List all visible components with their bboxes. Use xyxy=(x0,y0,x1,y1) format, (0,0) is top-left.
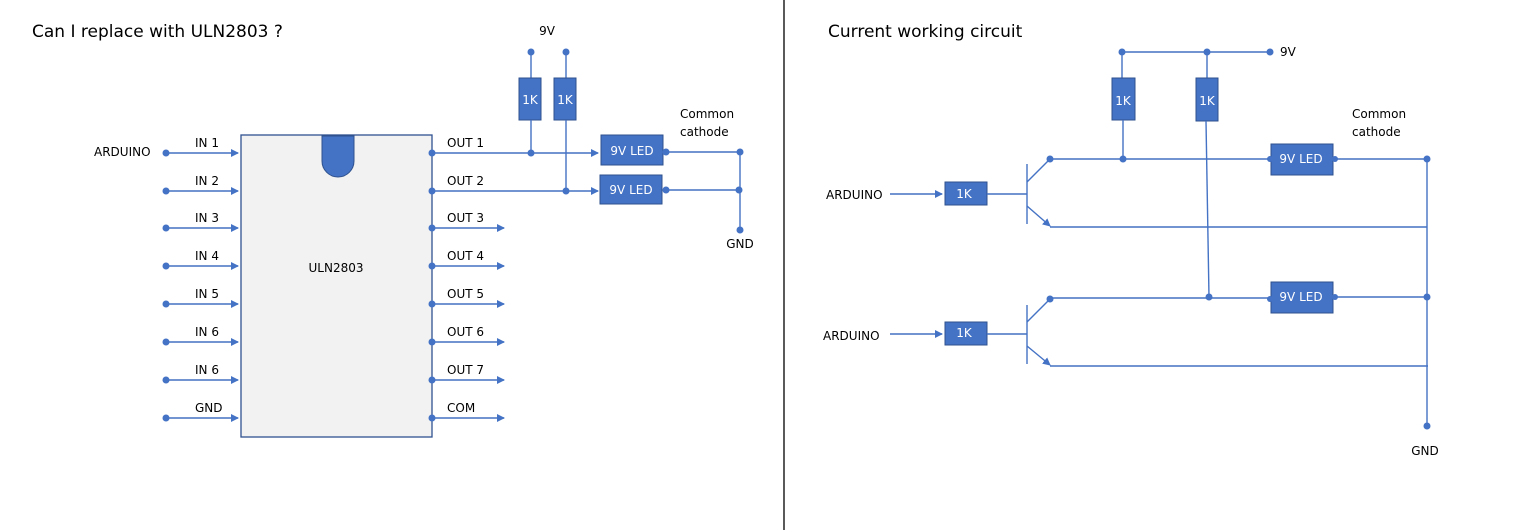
common-cathode-label: Common xyxy=(680,107,734,121)
supply-terminal xyxy=(1266,48,1274,56)
output-pin-label: OUT 4 xyxy=(447,249,484,263)
input-terminal xyxy=(162,262,170,270)
input-pin: IN 6 xyxy=(162,363,239,384)
output-terminal xyxy=(428,224,436,232)
input-pin-label: IN 2 xyxy=(195,174,219,188)
input-terminal xyxy=(162,300,170,308)
output-pin-label: OUT 3 xyxy=(447,211,484,225)
arduino-label-2: ARDUINO xyxy=(823,329,880,343)
output-terminal xyxy=(428,262,436,270)
output-terminal xyxy=(428,338,436,346)
output-pin: OUT 6 xyxy=(428,325,505,346)
base-resistor-1-label: 1K xyxy=(956,187,973,201)
right-led-1 xyxy=(1270,143,1334,176)
output-pins: OUT 1 OUT 2 OUT 3 OUT 4 OUT 5 OUT 6 OUT 7 COM xyxy=(428,136,505,422)
chip-notch-icon xyxy=(321,135,355,178)
output-pin: COM xyxy=(428,401,505,422)
right-panel-title: Current working circuit xyxy=(828,22,1023,42)
uln2803-chip xyxy=(240,134,433,438)
output-pin: OUT 5 xyxy=(428,287,505,308)
right-common-cathode-label-2: cathode xyxy=(1352,125,1401,139)
ground-terminal xyxy=(736,226,744,234)
output-pin-label: OUT 7 xyxy=(447,363,484,377)
right-led-2-label: 9V LED xyxy=(1279,290,1322,304)
resistor-1-label: 1K xyxy=(522,93,539,107)
input-pin-label: IN 3 xyxy=(195,211,219,225)
pullup-resistor-2 xyxy=(1195,77,1219,122)
output-pin: OUT 4 xyxy=(428,249,505,270)
input-pin: IN 6 xyxy=(162,325,239,346)
right-led-2 xyxy=(1270,281,1334,314)
arduino-label: ARDUINO xyxy=(94,145,151,159)
right-common-cathode-label: Common xyxy=(1352,107,1406,121)
ground-label: GND xyxy=(726,237,754,251)
input-pin-label: IN 6 xyxy=(195,363,219,377)
input-terminal xyxy=(162,338,170,346)
pullup-resistor-1-label: 1K xyxy=(1115,94,1132,108)
input-terminal xyxy=(162,224,170,232)
output-pin-label: OUT 5 xyxy=(447,287,484,301)
transistor-stage-1: ARDUINO 1K xyxy=(826,155,1427,228)
input-pin-label: IN 1 xyxy=(195,136,219,150)
arduino-label-1: ARDUINO xyxy=(826,188,883,202)
right-led-1-label: 9V LED xyxy=(1279,152,1322,166)
led-1 xyxy=(600,134,664,166)
resistor-2-label: 1K xyxy=(557,93,574,107)
right-supply-label: 9V xyxy=(1280,45,1297,59)
input-pin: IN 4 xyxy=(162,249,239,270)
output-terminal xyxy=(428,414,436,422)
right-panel: Current working circuit 9V 1K 1K ARDUINO… xyxy=(823,22,1439,458)
led-1-label: 9V LED xyxy=(610,144,653,158)
output-terminal xyxy=(428,376,436,384)
common-cathode-label-2: cathode xyxy=(680,125,729,139)
resistor-2 xyxy=(553,77,577,121)
input-terminal xyxy=(162,414,170,422)
pullup-resistor-2-label: 1K xyxy=(1199,94,1216,108)
input-pin: GND xyxy=(162,401,239,422)
led-2-label: 9V LED xyxy=(609,183,652,197)
input-terminal xyxy=(162,376,170,384)
left-panel-title: Can I replace with ULN2803 ? xyxy=(32,22,283,42)
input-pin: IN 3 xyxy=(162,211,239,232)
output-pin-label: OUT 2 xyxy=(447,174,484,188)
base-resistor-2-label: 1K xyxy=(956,326,973,340)
transistor-stage-2: ARDUINO 1K xyxy=(823,293,1428,367)
input-terminal xyxy=(162,149,170,157)
input-pin: IN 2 xyxy=(162,174,239,195)
chip-label: ULN2803 xyxy=(309,261,364,275)
right-ground-label: GND xyxy=(1411,444,1439,458)
output-pin-label: COM xyxy=(447,401,475,415)
input-pin-label: IN 6 xyxy=(195,325,219,339)
input-pin-label: IN 5 xyxy=(195,287,219,301)
input-pin-label: IN 4 xyxy=(195,249,219,263)
input-pins: IN 1 IN 2 IN 3 IN 4 IN 5 IN 6 IN 6 GND xyxy=(162,136,239,422)
input-pin-label: GND xyxy=(195,401,223,415)
led-2 xyxy=(599,174,663,205)
input-pin: IN 5 xyxy=(162,287,239,308)
output-pin: OUT 3 xyxy=(428,211,505,232)
output-pin: OUT 7 xyxy=(428,363,505,384)
input-pin: IN 1 xyxy=(162,136,239,157)
output-pin-label: OUT 1 xyxy=(447,136,484,150)
supply-label: 9V xyxy=(539,24,556,38)
output-pin-label: OUT 6 xyxy=(447,325,484,339)
right-ground-terminal xyxy=(1423,422,1431,430)
input-terminal xyxy=(162,187,170,195)
left-panel: Can I replace with ULN2803 ? ULN2803 ARD… xyxy=(32,22,754,438)
resistor-1 xyxy=(518,77,542,121)
output-terminal xyxy=(428,300,436,308)
